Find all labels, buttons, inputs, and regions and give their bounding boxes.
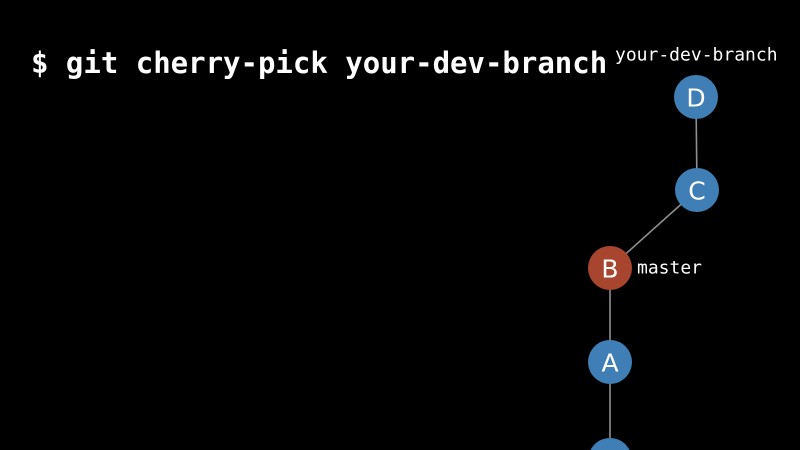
commit-label-b: B [601,255,618,284]
commit-node-a[interactable]: A [588,340,632,384]
ref-label-your-dev-branch: your-dev-branch [615,45,778,66]
commit-circle-c[interactable] [675,168,719,212]
commit-circle-partial[interactable] [588,438,632,450]
commit-node-b[interactable]: B [588,246,632,290]
terminal-command-line: $ git cherry-pick your-dev-branch [31,46,608,80]
ref-label-master: master [637,258,702,279]
commit-circle-d[interactable] [674,75,718,119]
commit-label-c: C [688,177,705,206]
commit-node-partial[interactable] [588,438,632,450]
commit-node-c[interactable]: C [675,168,719,212]
commit-label-d: D [686,84,705,113]
commit-circle-b[interactable] [588,246,632,290]
commit-node-d[interactable]: D [674,75,718,119]
commit-circle-a[interactable] [588,340,632,384]
commit-label-a: A [601,349,618,378]
